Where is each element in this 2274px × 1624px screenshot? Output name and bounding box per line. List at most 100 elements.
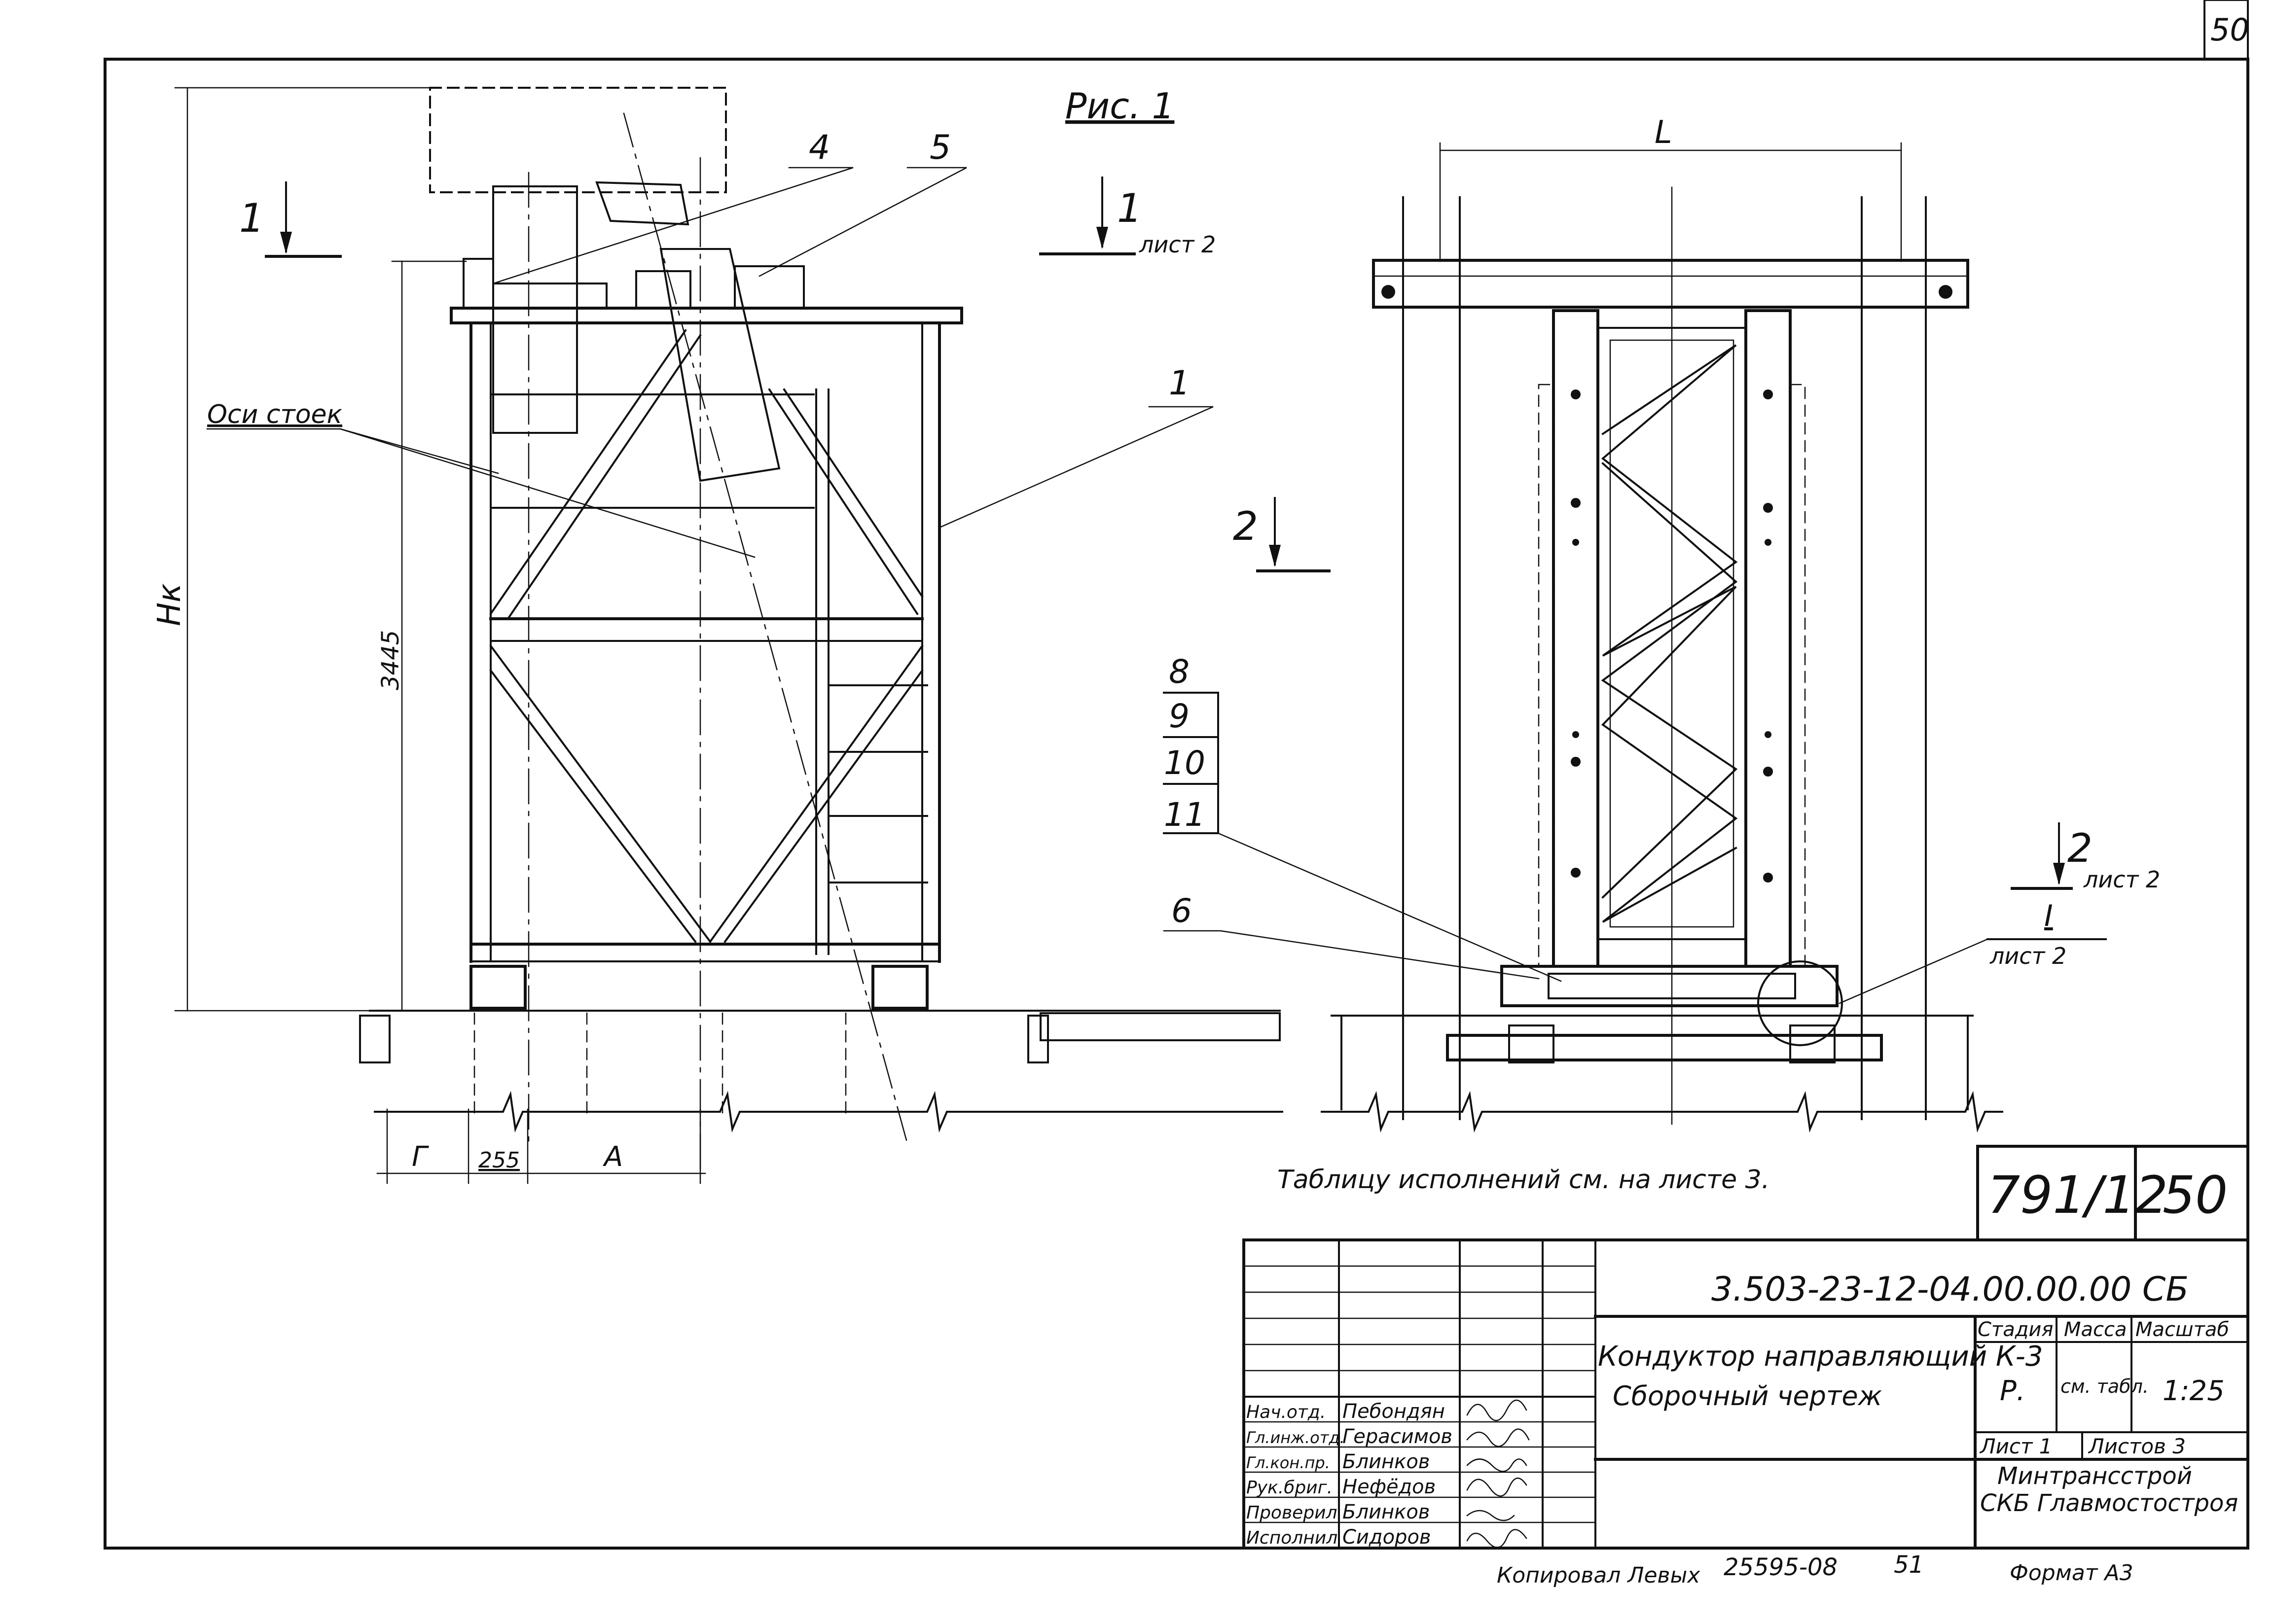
- tower-inner-frame: [1597, 327, 1747, 940]
- dashed-top-box: [429, 87, 727, 193]
- bottom-foot-left: [1508, 1024, 1554, 1063]
- callout-1: 1: [1169, 364, 1190, 403]
- dim-g-label: Г: [412, 1141, 429, 1173]
- callout-4: 4: [809, 128, 830, 167]
- right-ground-break: [1321, 1091, 2003, 1133]
- dim-a-label: А: [603, 1141, 623, 1173]
- section-2-sheet: лист 2: [2083, 866, 2160, 893]
- section-2-left-head: [1269, 545, 1281, 567]
- section-2-left-num: 2: [1233, 503, 1258, 549]
- top-beam-block-mid: [492, 282, 608, 309]
- section-2-right-head: [2053, 863, 2065, 885]
- top-cap-beam: [450, 307, 963, 324]
- detail-sheet: лист 2: [1989, 943, 2066, 969]
- callout-5: 5: [930, 128, 951, 167]
- brace-lower-a: [489, 644, 712, 943]
- footer-copied: Копировал Левых: [1497, 1563, 1700, 1588]
- section-1-left-num: 1: [239, 195, 264, 241]
- dim-3445-label: 3445: [377, 630, 404, 690]
- brace-upper-c: [768, 388, 919, 615]
- mass-header: Масса: [2064, 1318, 2127, 1341]
- role-2: Гл.инж.отд.: [1246, 1428, 1345, 1447]
- sheets-label: Листов 3: [2088, 1434, 2186, 1458]
- callout-6-leader: [1163, 930, 1540, 980]
- top-bolt-left: [1381, 285, 1395, 299]
- doc-sheet-top: 50: [2163, 1165, 2228, 1225]
- top-bolt-right: [1939, 285, 1952, 299]
- pile-tilted-long: [659, 248, 781, 482]
- figure-title: Рис. 1: [1065, 85, 1174, 127]
- title-block: 791/12 50 Нач.отд. Пебондян Гл.инж.отд. …: [1242, 1145, 2249, 1550]
- name-line2: Сборочный чертеж: [1613, 1380, 1882, 1412]
- brace-lower-d: [723, 669, 924, 943]
- name-6: Сидоров: [1342, 1526, 1431, 1549]
- foot-right: [871, 965, 929, 1010]
- brace-upper-d: [783, 388, 924, 598]
- role-1: Нач.отд.: [1246, 1402, 1326, 1422]
- brace-upper-b: [506, 334, 702, 620]
- bottom-beam: [1500, 965, 1839, 1007]
- note-text: Таблицу исполнений см. на листе 3.: [1277, 1165, 1769, 1195]
- page-number-box: [2203, 0, 2249, 60]
- top-crossbeam: [1372, 259, 1969, 309]
- axes-leader: [206, 428, 499, 474]
- role-5: Проверил: [1246, 1503, 1337, 1523]
- axes-label: Оси стоек: [207, 400, 343, 429]
- side-bar: [1040, 1012, 1281, 1041]
- tower-col-right-outer: [1789, 384, 1806, 967]
- top-beam-clamp: [734, 265, 805, 309]
- column-bolts: [1571, 389, 1773, 883]
- right-elevation-view: L: [1163, 114, 2160, 1133]
- callout-8: 8: [1169, 653, 1190, 691]
- dim-255-label: 255: [478, 1148, 520, 1173]
- callout-1-leader: [938, 406, 1214, 529]
- footer-order: 25595-08: [1724, 1553, 1838, 1581]
- doc-number: 791/12: [1987, 1165, 2168, 1225]
- role-4: Рук.бриг.: [1246, 1478, 1333, 1498]
- dim-l-label: L: [1655, 114, 1672, 151]
- role-6: Исполнил: [1246, 1528, 1337, 1548]
- page-number: 50: [2210, 12, 2249, 48]
- tower-zigzag-a: [1601, 344, 1738, 923]
- ground-break: [374, 1091, 1283, 1133]
- signatures: [1466, 1399, 1530, 1549]
- axes-leader-2: [339, 428, 756, 558]
- callout-11: 11: [1164, 796, 1205, 834]
- brace-upper-a: [489, 329, 687, 615]
- mass-value: см. табл.: [2060, 1376, 2149, 1397]
- section-1-sheet: лист 2: [1139, 231, 1216, 258]
- tower-col-right: [1744, 309, 1792, 968]
- detail-leader: [1839, 938, 1988, 1004]
- callout-9: 9: [1169, 697, 1190, 735]
- axis-line-b: [623, 112, 908, 1145]
- top-beam-block-right: [635, 270, 691, 309]
- tower-zigzag-b: [1601, 462, 1738, 899]
- footer-num: 51: [1894, 1551, 1924, 1579]
- callout-11-leader: [1217, 832, 1562, 982]
- role-3: Гл.кон.пр.: [1246, 1453, 1330, 1472]
- section-1-right-head: [1096, 227, 1108, 249]
- name-4: Нефёдов: [1342, 1476, 1436, 1498]
- foot-left: [469, 965, 527, 1010]
- detail-circle: [1757, 960, 1843, 1046]
- top-beam-block-left: [463, 258, 494, 309]
- name-2: Герасимов: [1342, 1425, 1452, 1448]
- section-2-right-num: 2: [2067, 825, 2093, 871]
- side-bracket-left: [359, 1015, 391, 1063]
- left-elevation-view: Рис. 1: [151, 85, 1283, 1184]
- section-1-right-num: 1: [1117, 185, 1142, 231]
- bottom-plate: [1446, 1034, 1883, 1061]
- tower-col-left-outer: [1538, 384, 1554, 967]
- callout-10: 10: [1164, 744, 1205, 782]
- detail-mark: I: [2044, 899, 2053, 933]
- callout-6: 6: [1171, 892, 1192, 930]
- brace-lower-b: [489, 669, 697, 943]
- callout-4-leader: [492, 167, 854, 284]
- footer-format: Формат А3: [2010, 1560, 2133, 1586]
- section-1-left-head: [280, 232, 292, 254]
- org-line1: Минтрансстрой: [1997, 1462, 2192, 1490]
- side-bracket-right: [1027, 1015, 1049, 1063]
- stamp-frame: [1242, 1238, 2249, 1550]
- org-line2: СКБ Главмостостроя: [1980, 1489, 2238, 1517]
